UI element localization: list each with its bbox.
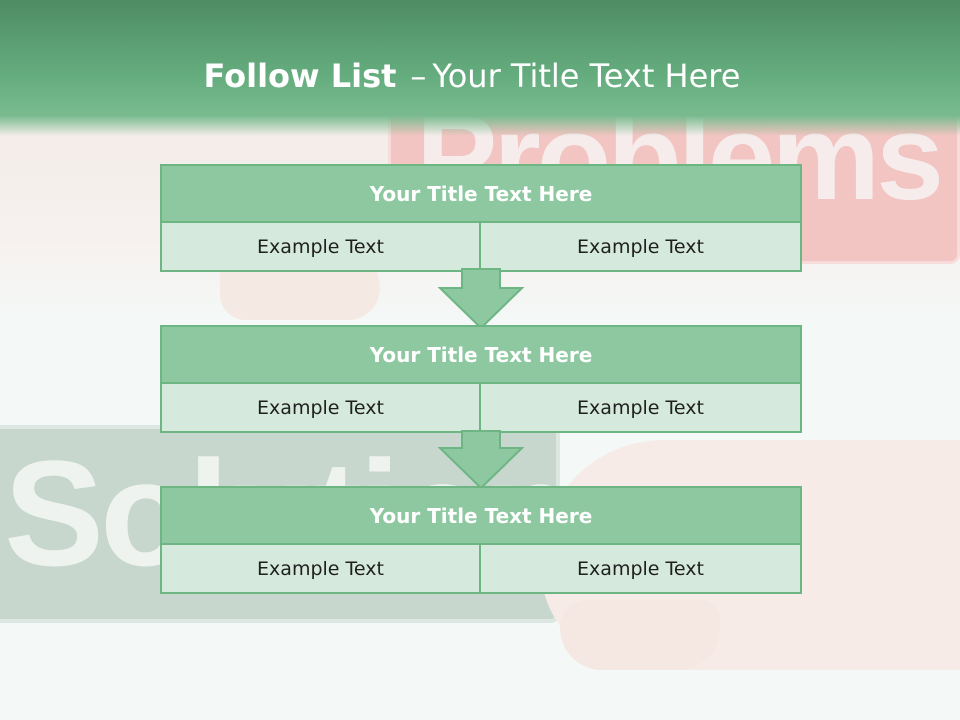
block-cell-right: Example Text (577, 557, 704, 580)
slide-title-rest: Your Title Text Here (432, 57, 741, 95)
block-title: Your Title Text Here (162, 327, 800, 384)
hand-bottom-fingers (560, 600, 720, 670)
slide-title: Follow List–Your Title Text Here (0, 54, 944, 98)
block-cell-left: Example Text (162, 223, 481, 270)
header-band: Follow List–Your Title Text Here (0, 0, 960, 136)
block-title: Your Title Text Here (162, 488, 800, 545)
block-title: Your Title Text Here (162, 166, 800, 223)
block-cell-left: Example Text (162, 545, 481, 592)
list-block-2: Your Title Text Here Example Text Exampl… (160, 325, 802, 433)
block-cell-right: Example Text (577, 396, 704, 419)
list-block-3: Your Title Text Here Example Text Exampl… (160, 486, 802, 594)
slide-title-bold: Follow List (203, 57, 397, 95)
block-cell-right: Example Text (577, 235, 704, 258)
down-arrow-icon (438, 268, 524, 330)
down-arrow-icon (438, 430, 524, 490)
block-cell-left: Example Text (162, 384, 481, 431)
list-block-1: Your Title Text Here Example Text Exampl… (160, 164, 802, 272)
slide-title-separator: – (410, 57, 427, 95)
